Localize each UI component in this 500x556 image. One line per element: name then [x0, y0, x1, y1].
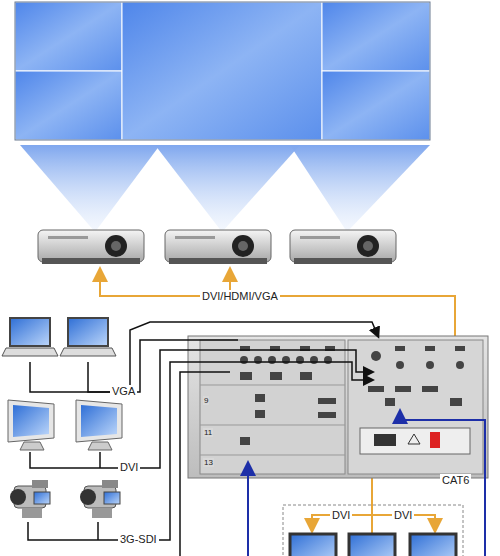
input-wires — [28, 322, 378, 556]
signal-label: DVI — [118, 461, 140, 474]
video-wall — [15, 2, 430, 140]
signal-label: VGA — [110, 385, 137, 398]
slot-number: 11 — [203, 428, 213, 437]
signal-label: DVI — [330, 509, 352, 522]
signal-label: 3G-SDI — [118, 533, 159, 546]
slot-number: 13 — [203, 458, 214, 467]
desktop-monitors — [8, 400, 122, 450]
signal-label: CAT6 — [440, 474, 471, 487]
laptops — [2, 318, 116, 356]
light-cones — [20, 145, 430, 232]
output-monitors — [283, 505, 463, 556]
slot-number: 9 — [203, 396, 209, 405]
projectors — [38, 230, 396, 264]
processor-rack — [188, 336, 488, 478]
cameras — [10, 480, 120, 518]
signal-label: DVI/HDMI/VGA — [200, 290, 280, 303]
signal-label: DVI — [392, 509, 414, 522]
